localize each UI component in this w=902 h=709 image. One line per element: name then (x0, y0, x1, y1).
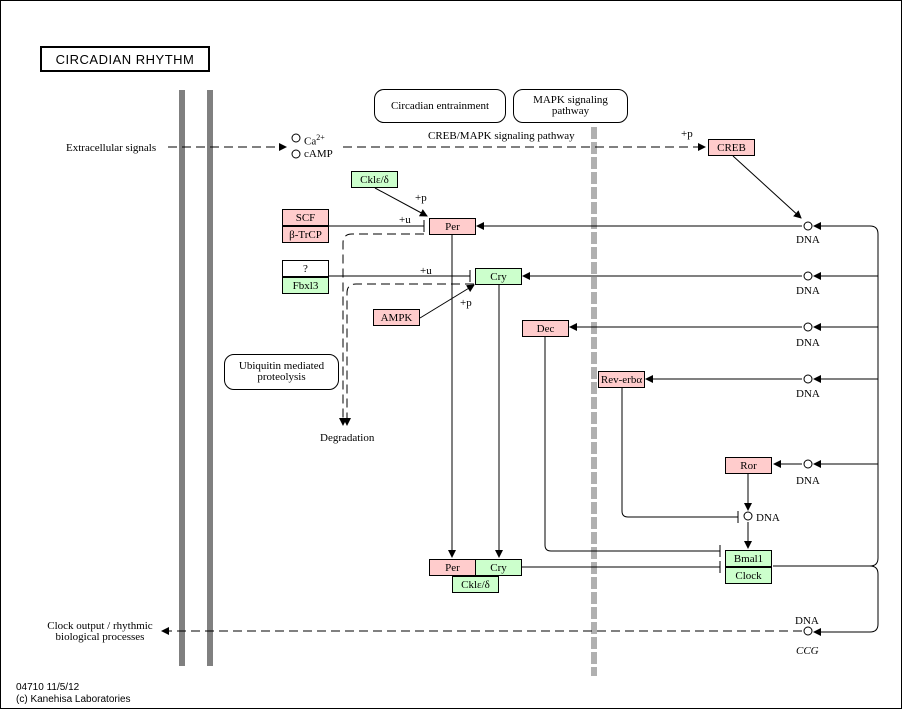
diagram-title: CIRCADIAN RHYTHM (40, 46, 210, 72)
gene-clock[interactable]: Clock (725, 567, 772, 584)
gene-rev-erb-alpha[interactable]: Rev-erbα (598, 371, 645, 388)
gene-per[interactable]: Per (429, 218, 476, 235)
gene-bmal1[interactable]: Bmal1 (725, 550, 772, 567)
ccg-label: CCG (796, 645, 819, 657)
pathway-mapk-signaling[interactable]: MAPK signaling pathway (513, 89, 628, 123)
creb-pathway-label: CREB/MAPK signaling pathway (428, 130, 575, 142)
copyright-label: (c) Kanehisa Laboratories (16, 694, 131, 705)
gene-cry[interactable]: Cry (475, 268, 522, 285)
dna-label-bmal1: DNA (756, 512, 780, 524)
ca-text: Ca (304, 135, 317, 148)
map-id-label: 04710 11/5/12 (16, 682, 80, 693)
gene-unknown[interactable]: ? (282, 260, 329, 277)
gene-dec[interactable]: Dec (522, 320, 569, 337)
phosphorylation-label-cry: +p (460, 297, 472, 309)
gene-creb[interactable]: CREB (708, 139, 755, 156)
phosphorylation-label-creb: +p (681, 128, 693, 140)
ubiquitination-label-cry: +u (420, 265, 432, 277)
pathway-ubiquitin-proteolysis[interactable]: Ubiquitin mediated proteolysis (224, 354, 339, 390)
gene-cry-complex[interactable]: Cry (475, 559, 522, 576)
dna-label-reverb: DNA (796, 388, 820, 400)
dna-label-cry: DNA (796, 285, 820, 297)
degradation-label: Degradation (320, 432, 375, 444)
gene-ampk[interactable]: AMPK (373, 309, 420, 326)
gene-fbxl3[interactable]: Fbxl3 (282, 277, 329, 294)
pathway-circadian-entrainment[interactable]: Circadian entrainment (374, 89, 506, 123)
gene-ror[interactable]: Ror (725, 457, 772, 474)
camp-label: cAMP (304, 148, 333, 160)
ca-superscript: 2+ (316, 133, 325, 142)
ca-label: Ca2+ (304, 132, 325, 148)
gene-ckle-delta[interactable]: Cklε/δ (351, 171, 398, 188)
gene-ckle-complex[interactable]: Cklε/δ (452, 576, 499, 593)
clock-output-label: Clock output / rhythmic biological proce… (47, 620, 153, 643)
dna-label-per: DNA (796, 234, 820, 246)
dna-label-ror: DNA (796, 475, 820, 487)
gene-scf[interactable]: SCF (282, 209, 329, 226)
extracellular-signals-label: Extracellular signals (66, 142, 157, 154)
gene-btrcp[interactable]: β-TrCP (282, 226, 329, 243)
gene-per-complex[interactable]: Per (429, 559, 476, 576)
dna-label-ccg: DNA (795, 615, 819, 627)
dna-label-dec: DNA (796, 337, 820, 349)
ubiquitination-label-per: +u (399, 214, 411, 226)
phosphorylation-label-per: +p (415, 192, 427, 204)
